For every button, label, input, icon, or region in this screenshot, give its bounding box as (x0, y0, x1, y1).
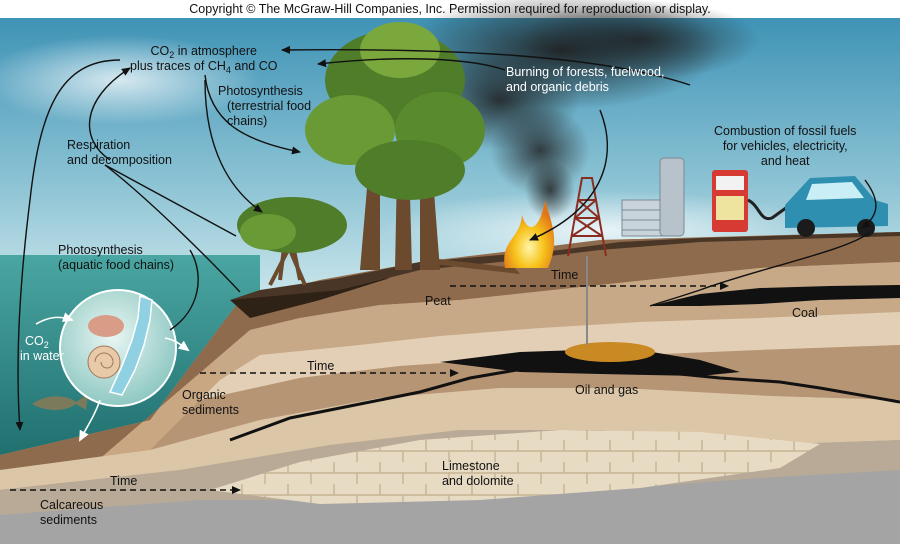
forest-trees (237, 22, 520, 286)
copyright-notice: Copyright © The McGraw-Hill Companies, I… (189, 2, 711, 16)
combustion-label: Combustion of fossil fuels for vehicles,… (714, 124, 857, 168)
power-plant (621, 157, 685, 237)
respiration-decomposition-label: Respiration and decomposition (67, 138, 172, 167)
fish (32, 394, 88, 410)
time-label-upper: Time (551, 268, 579, 282)
organic-sediments-label: Organic sediments (182, 388, 239, 417)
cycle-arrows (15, 45, 877, 431)
co2-atmosphere-label: CO2 in atmosphere plus traces of CH4 and… (130, 44, 278, 75)
car (785, 176, 888, 237)
limestone-dolomite-layer (210, 430, 820, 504)
peat-label: Peat (425, 294, 451, 308)
time-arrows (10, 282, 729, 494)
surface-soil (230, 232, 900, 300)
smoke-plume (400, 0, 760, 220)
ground-strata (0, 232, 900, 544)
oil-pocket (565, 342, 655, 362)
calcareous-sediments-label: Calcareous sediments (40, 498, 104, 527)
limestone-dolomite-label: Limestone and dolomite (442, 459, 514, 488)
coal-label: Coal (792, 306, 818, 320)
co2-water-label: CO2 in water (20, 334, 64, 363)
cloud (0, 35, 260, 125)
burning-label: Burning of forests, fuelwood, and organi… (506, 65, 665, 94)
time-label-middle: Time (307, 359, 335, 373)
photosynthesis-terrestrial-label: Photosynthesis (terrestrial food chains) (218, 84, 312, 128)
photosynthesis-aquatic-label: Photosynthesis (aquatic food chains) (58, 243, 175, 272)
oil-gas-seam (440, 350, 740, 376)
coal-seam (650, 285, 900, 306)
time-label-lower: Time (110, 474, 138, 488)
calcareous-layer (0, 470, 900, 544)
oil-gas-label: Oil and gas (575, 383, 639, 397)
peat-layer (0, 232, 900, 544)
white-arrows (35, 312, 190, 442)
gas-pump (712, 170, 791, 232)
aquatic-food-chain-bubble (59, 289, 177, 407)
